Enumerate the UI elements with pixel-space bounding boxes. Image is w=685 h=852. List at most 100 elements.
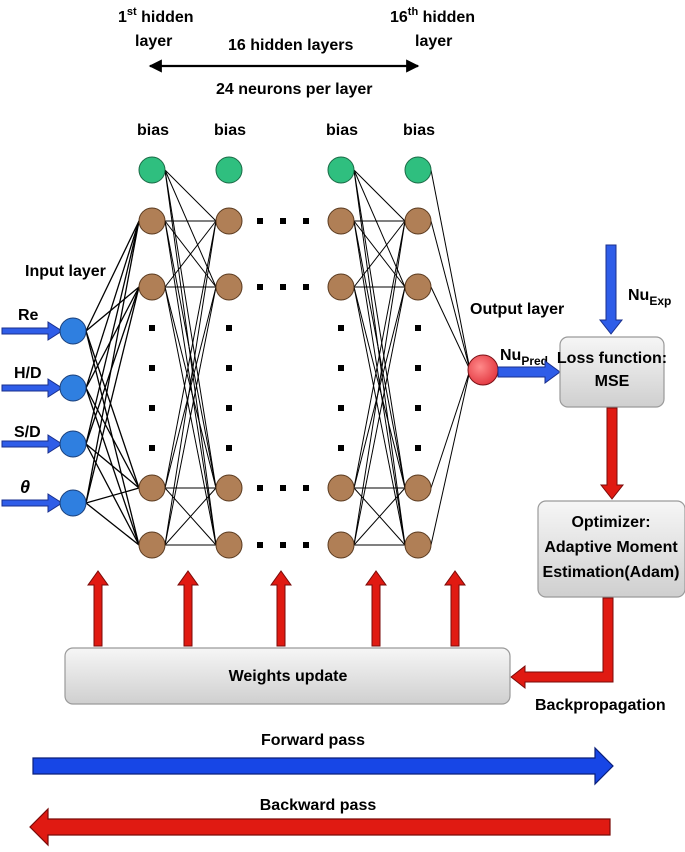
ellipsis-dot: [415, 365, 421, 371]
backward-pass-label: Backward pass: [260, 797, 377, 814]
hidden-node: [138, 474, 166, 502]
ellipsis-dot: [415, 445, 421, 451]
ellipsis-dot: [280, 542, 286, 548]
nu-pred-label: NuPred: [500, 347, 548, 368]
connection-line: [85, 443, 140, 546]
first-hidden-layer-label: 1st hidden: [118, 6, 194, 26]
connection-line: [353, 169, 406, 489]
optimizer-box: [537, 500, 685, 598]
input-node: [59, 489, 87, 517]
ellipsis-dot: [226, 445, 232, 451]
hidden-node: [404, 474, 432, 502]
loss-to-optimizer-arrow: [599, 407, 625, 500]
input-label-sd: S/D: [14, 424, 41, 441]
connection-line: [164, 286, 217, 489]
input-label-re: Re: [18, 307, 39, 324]
ellipsis-dot: [280, 218, 286, 224]
hidden-node: [215, 531, 243, 559]
ellipsis-dot: [338, 365, 344, 371]
ellipsis-dot: [338, 445, 344, 451]
connection-line: [164, 169, 217, 546]
hidden-node: [138, 531, 166, 559]
ellipsis-dot: [257, 284, 263, 290]
network-nodes: [59, 156, 499, 559]
connection-line: [164, 169, 217, 222]
ellipsis-dot: [257, 542, 263, 548]
bias-label-layer-2: bias: [214, 122, 246, 139]
ellipsis-dot: [226, 405, 232, 411]
bias-node: [138, 156, 166, 184]
input-label-hd: H/D: [14, 365, 42, 382]
connection-line: [353, 286, 406, 546]
ellipsis-dot: [149, 365, 155, 371]
connection-line: [164, 220, 217, 489]
bias-label-layer-16: bias: [403, 122, 435, 139]
ellipsis-dot: [149, 405, 155, 411]
hidden-layers-count-label: 16 hidden layers: [228, 37, 353, 54]
weights-update-label: Weights update: [229, 668, 348, 685]
ellipsis-dot: [338, 405, 344, 411]
neurons-per-layer-label: 24 neurons per layer: [216, 81, 373, 98]
first-hidden-layer-label-line2: layer: [135, 33, 172, 50]
connection-line: [430, 220, 471, 371]
bias-label-layer-1: bias: [137, 122, 169, 139]
connection-line: [430, 169, 471, 371]
connection-line: [164, 220, 217, 546]
hidden-node: [327, 273, 355, 301]
ellipsis-dot: [226, 365, 232, 371]
hidden-node: [138, 273, 166, 301]
connection-line: [85, 330, 140, 489]
connection-line: [85, 502, 140, 546]
ellipsis-dot: [415, 405, 421, 411]
ellipsis-dot: [257, 485, 263, 491]
optimizer-line3: Estimation(Adam): [543, 564, 680, 581]
connection-line: [353, 169, 406, 546]
hidden-node: [404, 273, 432, 301]
ellipsis-dot: [303, 485, 309, 491]
input-node: [59, 430, 87, 458]
hidden-node: [215, 207, 243, 235]
hidden-node: [404, 531, 432, 559]
backpropagation-label: Backpropagation: [535, 697, 666, 714]
ellipsis-dots: [149, 218, 421, 548]
loss-function-box: [559, 336, 665, 408]
connection-line: [164, 220, 217, 288]
bias-node: [215, 156, 243, 184]
bias-node: [404, 156, 432, 184]
ellipsis-dot: [303, 284, 309, 290]
last-hidden-layer-label: 16th hidden: [390, 6, 475, 26]
ellipsis-dot: [415, 325, 421, 331]
connection-line: [164, 169, 217, 489]
output-to-loss-arrow: [497, 360, 561, 384]
input-node: [59, 317, 87, 345]
connection-line: [353, 487, 406, 546]
connection-line: [85, 286, 140, 504]
connection-line: [85, 220, 140, 504]
forward-pass-label: Forward pass: [261, 732, 365, 749]
hidden-node: [404, 207, 432, 235]
bias-label-layer-15: bias: [326, 122, 358, 139]
input-layer-title: Input layer: [25, 263, 106, 280]
connection-line: [164, 286, 217, 546]
weight-update-arrows: [87, 570, 466, 647]
connection-line: [430, 369, 471, 546]
ellipsis-dot: [149, 445, 155, 451]
weights-update-box: [64, 647, 511, 705]
connection-line: [85, 220, 140, 445]
ellipsis-dot: [280, 284, 286, 290]
backpropagation-arrow: [510, 597, 614, 690]
connection-line: [85, 220, 140, 389]
ellipsis-dot: [149, 325, 155, 331]
connection-line: [85, 286, 140, 332]
input-node: [59, 374, 87, 402]
hidden-node: [215, 474, 243, 502]
ellipsis-dot: [280, 485, 286, 491]
input-arrows: [1, 321, 63, 513]
connection-line: [430, 369, 471, 489]
input-label-theta: θ: [20, 477, 30, 497]
optimizer-line1: Optimizer:: [571, 514, 650, 531]
ellipsis-dot: [303, 218, 309, 224]
loss-function-line2: MSE: [595, 373, 630, 390]
connection-line: [85, 487, 140, 504]
